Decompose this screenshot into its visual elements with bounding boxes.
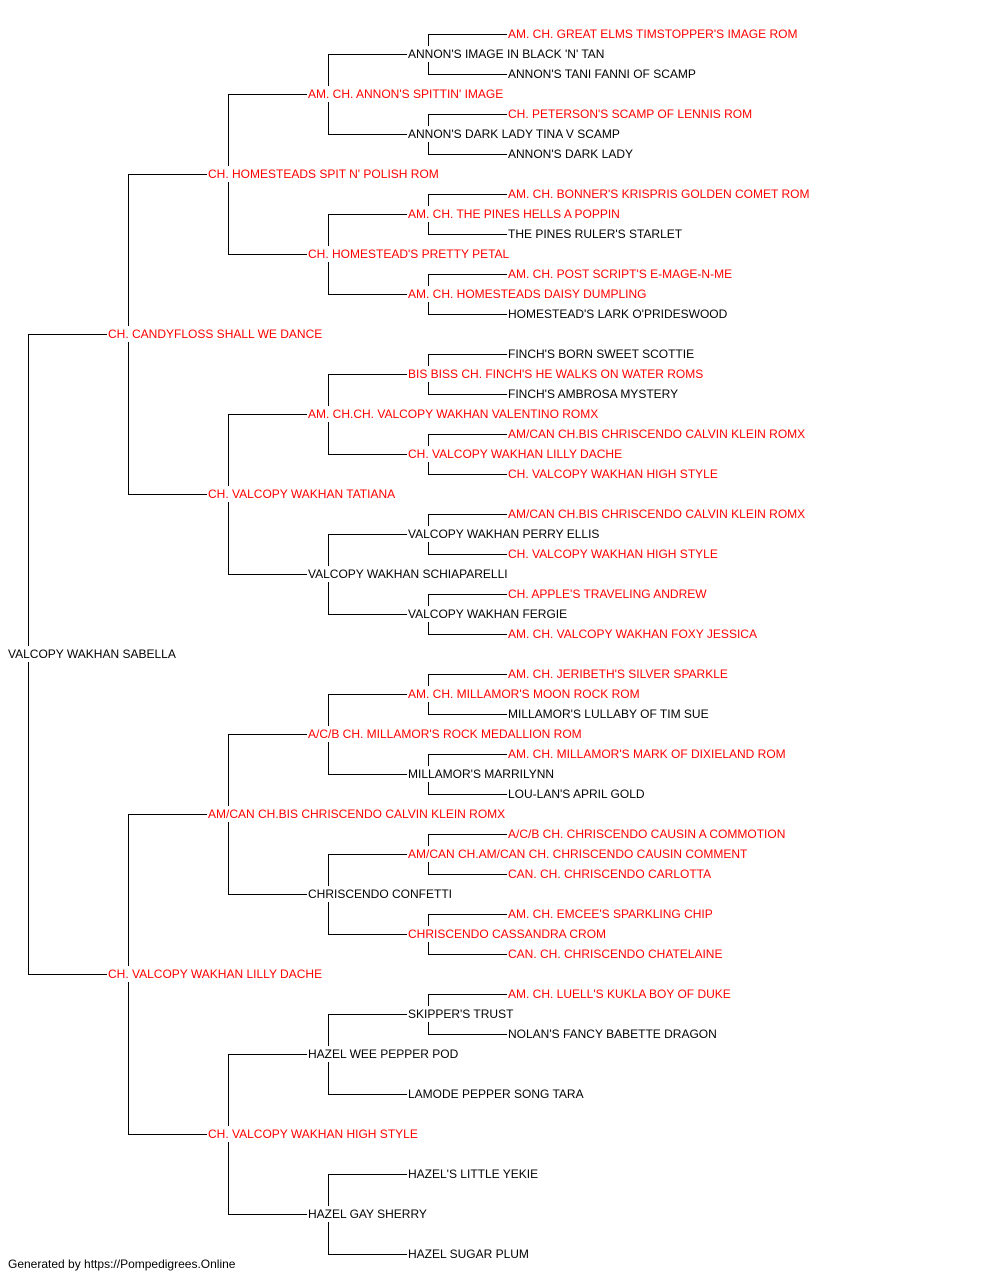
ancestor-name: AM. CH. POST SCRIPT'S E-MAGE-N-ME — [507, 267, 734, 281]
ancestor-name: A/C/B CH. CHRISCENDO CAUSIN A COMMOTION — [507, 827, 787, 841]
ancestor-name: AM. CH. HOMESTEADS DAISY DUMPLING — [407, 287, 648, 301]
ancestor-name: CH. HOMESTEADS SPIT N' POLISH ROM — [207, 167, 440, 181]
ancestor-name: AM/CAN CH.AM/CAN CH. CHRISCENDO CAUSIN C… — [407, 847, 749, 861]
ancestor-name: VALCOPY WAKHAN FERGIE — [407, 607, 569, 621]
ancestor-name: CH. VALCOPY WAKHAN TATIANA — [207, 487, 397, 501]
ancestor-name: MILLAMOR'S MARRILYNN — [407, 767, 556, 781]
ancestor-name: CAN. CH. CHRISCENDO CHATELAINE — [507, 947, 724, 961]
ancestor-name: HOMESTEAD'S LARK O'PRIDESWOOD — [507, 307, 729, 321]
ancestor-name: AM. CH. LUELL'S KUKLA BOY OF DUKE — [507, 987, 732, 1001]
ancestor-name: VALCOPY WAKHAN SCHIAPARELLI — [307, 567, 509, 581]
ancestor-name: HAZEL GAY SHERRY — [307, 1207, 428, 1221]
ancestor-name: ANNON'S DARK LADY TINA V SCAMP — [407, 127, 621, 141]
ancestor-name: SKIPPER'S TRUST — [407, 1007, 515, 1021]
ancestor-name: HAZEL WEE PEPPER POD — [307, 1047, 460, 1061]
ancestor-name: A/C/B CH. MILLAMOR'S ROCK MEDALLION ROM — [307, 727, 583, 741]
ancestor-name: CH. VALCOPY WAKHAN HIGH STYLE — [507, 467, 719, 481]
ancestor-name: CH. CANDYFLOSS SHALL WE DANCE — [107, 327, 324, 341]
ancestor-name: CH. APPLE'S TRAVELING ANDREW — [507, 587, 708, 601]
ancestor-name: LAMODE PEPPER SONG TARA — [407, 1087, 585, 1101]
ancestor-name: ANNON'S TANI FANNI OF SCAMP — [507, 67, 697, 81]
ancestor-name: AM. CH. MILLAMOR'S MARK OF DIXIELAND ROM — [507, 747, 787, 761]
ancestor-name: CH. PETERSON'S SCAMP OF LENNIS ROM — [507, 107, 754, 121]
ancestor-name: AM. CH. MILLAMOR'S MOON ROCK ROM — [407, 687, 641, 701]
ancestor-name: CHRISCENDO CONFETTI — [307, 887, 453, 901]
ancestor-name: VALCOPY WAKHAN PERRY ELLIS — [407, 527, 601, 541]
ancestor-name: AM. CH. EMCEE'S SPARKLING CHIP — [507, 907, 714, 921]
ancestor-name: CH. VALCOPY WAKHAN HIGH STYLE — [507, 547, 719, 561]
ancestor-name: FINCH'S AMBROSA MYSTERY — [507, 387, 680, 401]
ancestor-name: AM. CH. THE PINES HELLS A POPPIN — [407, 207, 621, 221]
ancestor-name: ANNON'S DARK LADY — [507, 147, 634, 161]
ancestor-name: CH. VALCOPY WAKHAN LILLY DACHE — [407, 447, 624, 461]
ancestor-name: CH. VALCOPY WAKHAN HIGH STYLE — [207, 1127, 419, 1141]
ancestor-name: THE PINES RULER'S STARLET — [507, 227, 684, 241]
ancestor-name: AM. CH. JERIBETH'S SILVER SPARKLE — [507, 667, 729, 681]
ancestor-name: CAN. CH. CHRISCENDO CARLOTTA — [507, 867, 713, 881]
ancestor-name: CH. VALCOPY WAKHAN LILLY DACHE — [107, 967, 324, 981]
ancestor-name: AM/CAN CH.BIS CHRISCENDO CALVIN KLEIN RO… — [507, 427, 807, 441]
ancestor-name: MILLAMOR'S LULLABY OF TIM SUE — [507, 707, 710, 721]
generated-by-footer: Generated by https://Pompedigrees.Online — [8, 1257, 236, 1271]
ancestor-name: AM. CH. GREAT ELMS TIMSTOPPER'S IMAGE RO… — [507, 27, 799, 41]
ancestor-name: ANNON'S IMAGE IN BLACK 'N' TAN — [407, 47, 606, 61]
ancestor-name: HAZEL SUGAR PLUM — [407, 1247, 530, 1261]
ancestor-name: FINCH'S BORN SWEET SCOTTIE — [507, 347, 696, 361]
ancestor-name: AM. CH. ANNON'S SPITTIN' IMAGE — [307, 87, 505, 101]
ancestor-name: AM. CH. VALCOPY WAKHAN FOXY JESSICA — [507, 627, 758, 641]
ancestor-name: CH. HOMESTEAD'S PRETTY PETAL — [307, 247, 511, 261]
ancestor-name: CHRISCENDO CASSANDRA CROM — [407, 927, 608, 941]
ancestor-name: AM/CAN CH.BIS CHRISCENDO CALVIN KLEIN RO… — [207, 807, 507, 821]
ancestor-name: LOU-LAN'S APRIL GOLD — [507, 787, 646, 801]
subject-dog-name: VALCOPY WAKHAN SABELLA — [7, 647, 177, 661]
ancestor-name: AM. CH. BONNER'S KRISPRIS GOLDEN COMET R… — [507, 187, 811, 201]
ancestor-name: AM. CH.CH. VALCOPY WAKHAN VALENTINO ROMX — [307, 407, 600, 421]
ancestor-name: AM/CAN CH.BIS CHRISCENDO CALVIN KLEIN RO… — [507, 507, 807, 521]
ancestor-name: BIS BISS CH. FINCH'S HE WALKS ON WATER R… — [407, 367, 705, 381]
ancestor-name: HAZEL'S LITTLE YEKIE — [407, 1167, 540, 1181]
ancestor-name: NOLAN'S FANCY BABETTE DRAGON — [507, 1027, 718, 1041]
